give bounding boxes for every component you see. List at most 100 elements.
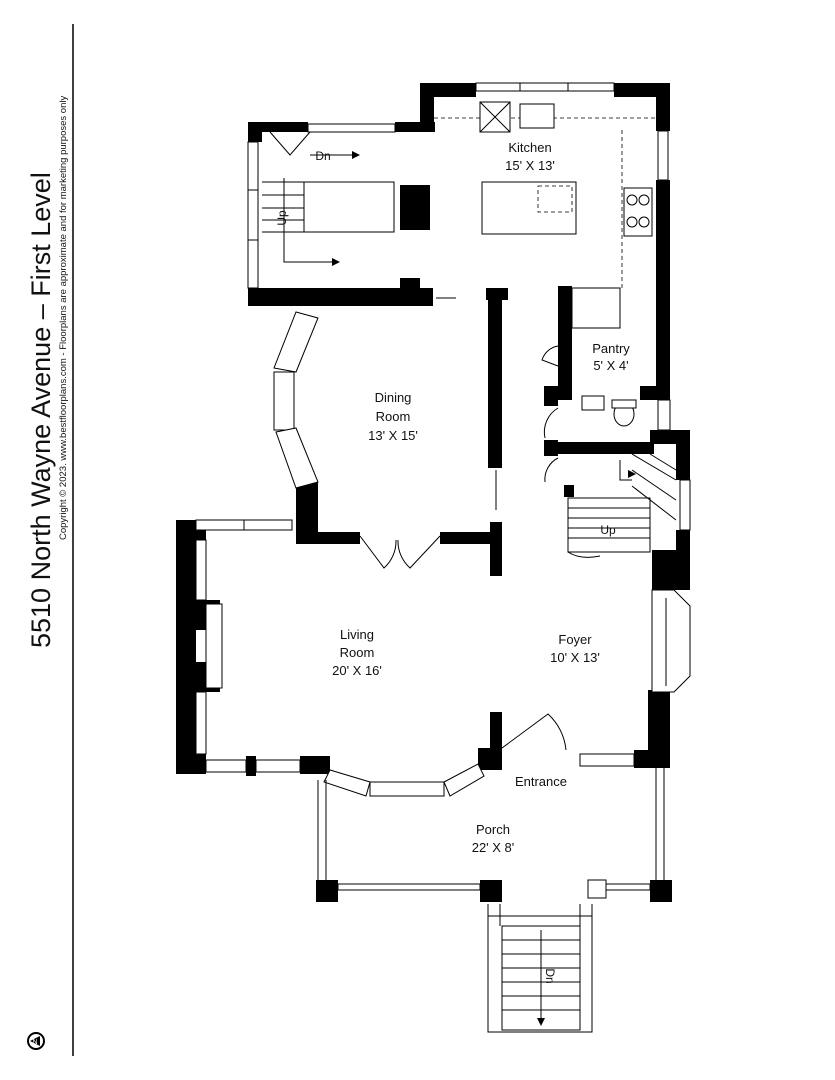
wall-dining-left-lower [296, 482, 318, 542]
foyer-name: Foyer [558, 632, 592, 647]
window-dining-bay-upper [273, 311, 319, 373]
window-kitchen-right [657, 130, 669, 181]
entrance-door [501, 713, 567, 751]
porch-front-rail-left [337, 883, 481, 891]
wall-kitchen-right-upper [656, 83, 670, 131]
title-block: 5510 North Wayne Avenue – First Level Co… [26, 24, 74, 1056]
wall-living-left [176, 520, 196, 774]
copyright-notice: Copyright © 2023. www.bestfloorplans.com… [58, 96, 69, 540]
wall-bath-left-top [544, 386, 558, 406]
wall-foyer-upper-right [652, 550, 690, 590]
window-kitchen-top [475, 82, 615, 92]
main-stair-run [567, 497, 651, 553]
window-foyer-bottom [579, 753, 635, 767]
back-staircase: Dn Up [262, 131, 395, 266]
pantry-dims: 5' X 4' [593, 358, 628, 373]
wall-pantry-left [558, 286, 572, 386]
island-cooktop [537, 185, 573, 213]
main-stair-up-label: Up [600, 523, 616, 537]
kitchen-dims: 15' X 13' [505, 158, 555, 173]
wall-living-foyer-lower [490, 712, 502, 758]
back-stair-landing [303, 181, 395, 233]
window-back-stair-left [247, 141, 259, 289]
wall-living-foyer-upper [490, 522, 502, 576]
windows [195, 82, 691, 797]
kitchen-name: Kitchen [508, 140, 551, 155]
fireplace-hearth [205, 603, 223, 689]
window-living-bottom-left [205, 759, 247, 773]
window-living-left-lower [195, 691, 207, 755]
living-name-line2: Room [340, 645, 375, 660]
wall-bath-right-top [640, 386, 670, 400]
wall-foyer-right-lower [648, 690, 670, 768]
porch-steps [487, 915, 593, 1033]
wall-back-stair-corner [248, 290, 262, 304]
wall-dining-top-stub [400, 278, 420, 292]
dining-name-line1: Dining [375, 390, 412, 405]
living-french-doors [359, 535, 441, 569]
stair-rail [619, 460, 632, 481]
wall-bay-right-base [478, 748, 502, 770]
bath-door-swing [543, 407, 559, 439]
foyer-dims: 10' X 13' [550, 650, 600, 665]
wall-living-top-right [440, 532, 500, 544]
porch-post-right [650, 880, 672, 902]
wall-dining-partition [488, 288, 502, 468]
pantry-door-swing [541, 345, 559, 367]
wall-kitchen-right-lower [656, 180, 670, 400]
plan-title: 5510 North Wayne Avenue – First Level [26, 172, 56, 648]
back-stair-down-label: Dn [315, 149, 330, 163]
dining-door [412, 295, 456, 299]
porch-post-box [587, 879, 607, 899]
pantry-bath [541, 345, 637, 483]
stair-arrows [283, 154, 352, 263]
bath-sink-icon [581, 395, 605, 411]
stove-icon [623, 187, 653, 237]
wall-dining-top [248, 288, 433, 306]
stair-winders [631, 453, 677, 521]
porch-name: Porch [476, 822, 510, 837]
window-dining-bay-mid [273, 371, 295, 431]
dining-dims: 13' X 15' [368, 428, 418, 443]
closet-door-swing [544, 457, 559, 483]
window-dining-bay-lower [275, 427, 319, 489]
porch: Dn [317, 768, 665, 1033]
main-staircase: Up [567, 453, 677, 558]
wall-living-bottom-mid [246, 756, 256, 776]
dining-name-line2: Room [376, 409, 411, 424]
kitchen-island [481, 181, 577, 235]
porch-post-left [316, 880, 338, 902]
window-bay-center [369, 781, 445, 797]
wall-kitchen-left-upper [420, 83, 434, 131]
sink-icon [519, 103, 555, 129]
wall-foyer-bottom-right [634, 750, 670, 768]
wall-living-top-mid [296, 532, 360, 544]
window-living-left-upper [195, 539, 207, 601]
living-name-line1: Living [340, 627, 374, 642]
wall-back-stair-topright [395, 122, 435, 132]
window-foyer-bay [651, 589, 691, 693]
walls [176, 83, 690, 902]
wall-bay-left-base [300, 756, 330, 774]
wall-back-stair-topbar [248, 122, 308, 132]
window-living-bottom-mid [255, 759, 301, 773]
wall-stair-post [564, 485, 574, 497]
entrance-name: Entrance [515, 774, 567, 789]
kitchen-fixtures [412, 101, 656, 510]
back-stair-up-label: Up [275, 210, 289, 226]
porch-step-down-label: Dn [543, 968, 557, 983]
wall-kitchen-chimney [400, 185, 430, 230]
step-stringers [487, 904, 593, 926]
living-dims: 20' X 16' [332, 663, 382, 678]
doors [359, 535, 567, 751]
window-stair [679, 479, 691, 531]
back-door-swing [269, 131, 311, 156]
refrigerator [571, 287, 621, 329]
window-bay-right [443, 763, 485, 797]
compass-letter: N [32, 1039, 37, 1046]
window-bay-left [323, 769, 371, 797]
window-bath [657, 399, 671, 431]
window-back-stair-top [307, 123, 396, 133]
room-labels: Kitchen 15' X 13' Pantry 5' X 4' Dining … [332, 140, 630, 855]
